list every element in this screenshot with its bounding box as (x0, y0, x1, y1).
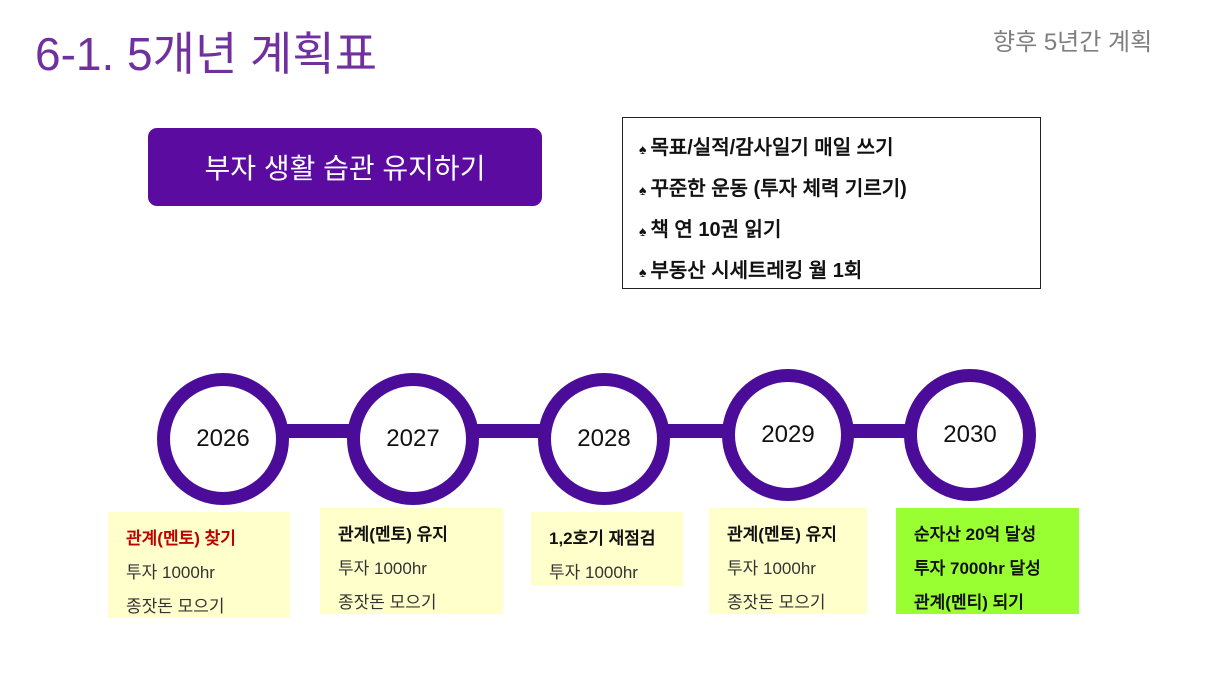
plan-card-2027: 관계(멘토) 유지 투자 1000hr 종잣돈 모으기 (320, 508, 503, 614)
goal-text: 꾸준한 운동 (투자 체력 기르기) (650, 178, 907, 200)
goal-text: 부동산 시세트레킹 월 1회 (650, 260, 863, 282)
plan-card-2028: 1,2호기 재점검 투자 1000hr (531, 512, 683, 586)
year-label: 2028 (577, 425, 631, 452)
plan-card-2026: 관계(멘토) 찾기 투자 1000hr 종잣돈 모으기 (108, 512, 290, 618)
plan-line: 종잣돈 모으기 (727, 593, 826, 612)
goal-item: ♠책 연 10권 읽기 (639, 210, 1040, 251)
spade-icon: ♠ (639, 264, 647, 280)
plan-line: 투자 1000hr (727, 559, 816, 578)
plan-line: 투자 1000hr (338, 559, 427, 578)
goal-item: ♠목표/실적/감사일기 매일 쓰기 (639, 128, 1040, 169)
goals-list: ♠목표/실적/감사일기 매일 쓰기 ♠꾸준한 운동 (투자 체력 기르기) ♠책… (622, 117, 1041, 289)
goal-item: ♠꾸준한 운동 (투자 체력 기르기) (639, 169, 1040, 210)
habit-banner: 부자 생활 습관 유지하기 (148, 128, 542, 206)
plan-line: 관계(멘토) 유지 (727, 525, 837, 544)
year-node-2029: 2029 (722, 369, 854, 501)
spade-icon: ♠ (639, 141, 647, 157)
plan-line: 순자산 20억 달성 (914, 525, 1037, 544)
plan-line: 관계(멘티) 되기 (914, 593, 1024, 612)
page-subtitle: 향후 5년간 계획 (993, 29, 1153, 56)
year-label: 2026 (196, 425, 250, 452)
year-label: 2030 (943, 421, 997, 448)
plan-line: 투자 7000hr 달성 (914, 559, 1041, 578)
plan-line: 관계(멘토) 유지 (338, 525, 448, 544)
plan-line: 관계(멘토) 찾기 (126, 529, 236, 548)
year-node-2026: 2026 (157, 373, 289, 505)
plan-line: 종잣돈 모으기 (126, 597, 225, 616)
spade-icon: ♠ (639, 223, 647, 239)
year-label: 2029 (761, 421, 815, 448)
plan-line: 1,2호기 재점검 (549, 529, 656, 548)
year-label: 2027 (386, 425, 440, 452)
spade-icon: ♠ (639, 182, 647, 198)
year-node-2030: 2030 (904, 369, 1036, 501)
year-node-2028: 2028 (538, 373, 670, 505)
goal-text: 책 연 10권 읽기 (650, 219, 782, 241)
year-node-2027: 2027 (347, 373, 479, 505)
plan-line: 투자 1000hr (126, 563, 215, 582)
goal-item: ♠부동산 시세트레킹 월 1회 (639, 251, 1040, 292)
plan-card-2030: 순자산 20억 달성 투자 7000hr 달성 관계(멘티) 되기 (896, 508, 1079, 614)
plan-line: 종잣돈 모으기 (338, 593, 437, 612)
page-title: 6-1. 5개년 계획표 (35, 28, 378, 80)
goal-text: 목표/실적/감사일기 매일 쓰기 (650, 137, 894, 159)
plan-line: 투자 1000hr (549, 563, 638, 582)
plan-card-2029: 관계(멘토) 유지 투자 1000hr 종잣돈 모으기 (709, 508, 867, 614)
